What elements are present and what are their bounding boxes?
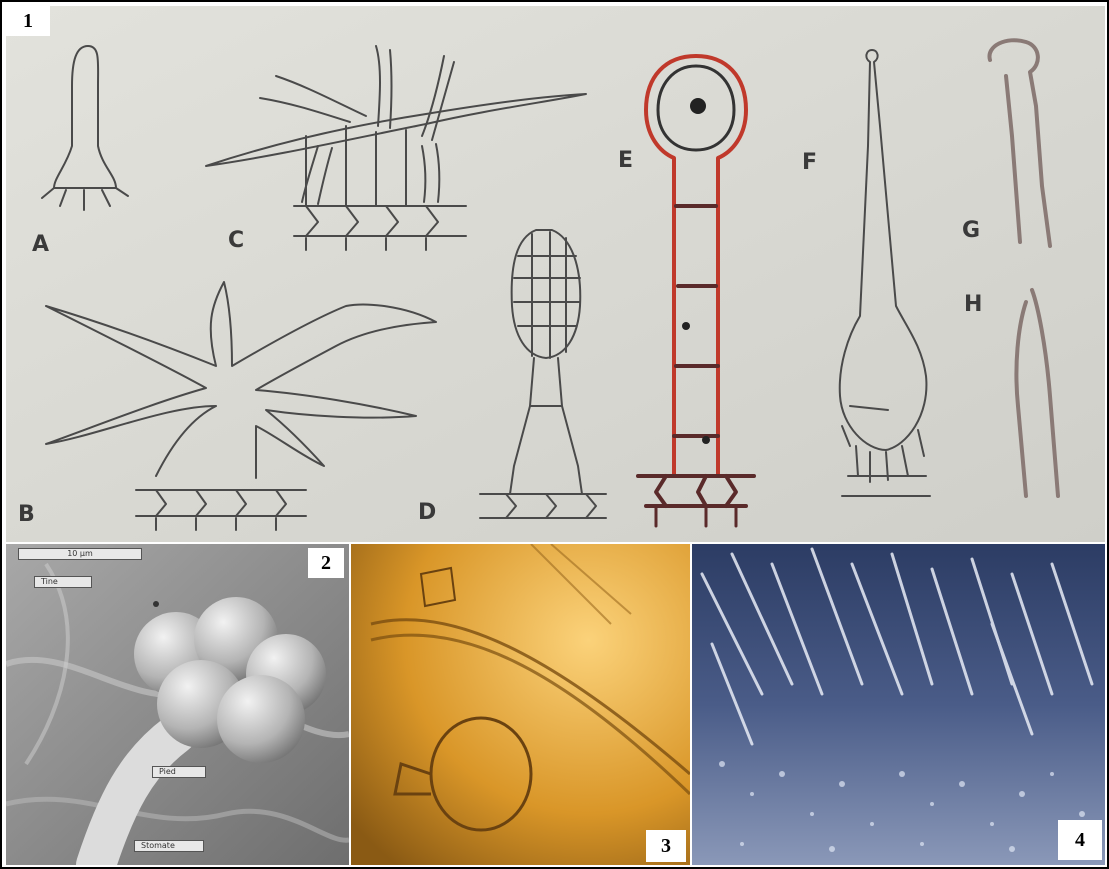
letter-b: B xyxy=(18,502,35,527)
letter-f: F xyxy=(802,150,817,175)
sem-label-pied: Pied xyxy=(152,766,206,778)
trichome-drawings xyxy=(6,6,1105,542)
panel-number-2: 2 xyxy=(308,548,344,578)
panel-number-3: 3 xyxy=(646,830,686,862)
letter-a: A xyxy=(32,232,49,257)
sem-scale-bar: 10 μm xyxy=(18,548,142,560)
letter-g: G xyxy=(962,218,980,243)
panel-1-drawings: 1 A B C D E F G H xyxy=(6,6,1105,542)
panel-number-1: 1 xyxy=(6,6,50,36)
sem-label-stomate: Stomate xyxy=(134,840,204,852)
letter-e: E xyxy=(618,148,633,173)
letter-d: D xyxy=(418,500,436,525)
sem-label-tip: Tine xyxy=(34,576,92,588)
letter-h: H xyxy=(964,292,982,317)
panel-3-light-micrograph: 3 xyxy=(351,544,690,865)
panel-4-stereo-micrograph: 4 xyxy=(692,544,1105,865)
blue-micrograph xyxy=(692,544,1105,865)
letter-c: C xyxy=(228,228,244,253)
panel-2-sem: 10 μm Tine Pied Stomate 2 xyxy=(6,544,349,865)
panel-number-4: 4 xyxy=(1058,820,1102,860)
sem-image xyxy=(6,544,349,865)
amber-micrograph xyxy=(351,544,690,865)
